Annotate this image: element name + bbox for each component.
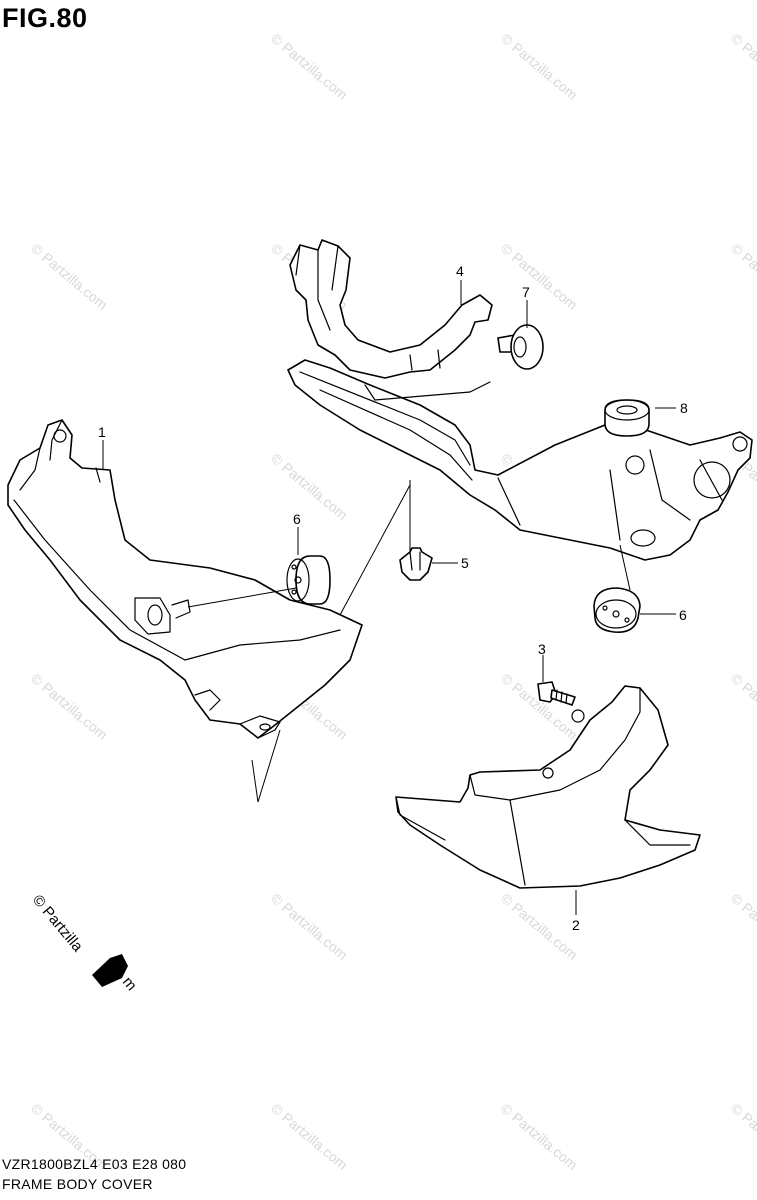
part-4-frame-bracket <box>289 239 493 379</box>
callout-6-left: 6 <box>293 511 301 527</box>
part-6-grommet-right <box>593 587 641 634</box>
watermark-text: © Partzilla.com <box>268 890 351 963</box>
footer: VZR1800BZL4 E03 E28 080 FRAME BODY COVER <box>2 1154 186 1194</box>
part-3-screw <box>537 681 576 706</box>
watermark-text: © Partzilla.com <box>498 890 581 963</box>
callout-8: 8 <box>680 400 688 416</box>
watermark-text: © Partzilla.com <box>728 670 757 743</box>
section-name: FRAME BODY COVER <box>2 1176 153 1192</box>
watermark-text: © Partzilla.com <box>728 30 757 103</box>
watermark-text: © Partzilla.com <box>268 30 351 103</box>
callout-labels: 1 2 3 4 5 6 6 7 8 <box>98 263 688 933</box>
watermark-text: © Partzilla.com <box>728 890 757 963</box>
model-code: VZR1800BZL4 E03 E28 080 <box>2 1156 187 1172</box>
callout-3: 3 <box>538 641 546 657</box>
part-4-lower-body <box>287 359 753 561</box>
logo-text: © Partzilla <box>29 892 87 956</box>
callout-7: 7 <box>522 284 530 300</box>
watermark-text: © Partzilla.com <box>28 240 111 313</box>
callout-4: 4 <box>456 263 464 279</box>
front-arrow-icon <box>92 954 128 987</box>
part-7-rivet <box>497 324 544 370</box>
watermark-text: © Partzilla.com <box>498 670 581 743</box>
leader-lines <box>102 280 676 915</box>
watermark-text: © Partzilla.com <box>498 30 581 103</box>
callout-1: 1 <box>98 424 106 440</box>
part-5-clip <box>399 547 433 581</box>
watermark-text: © Partzilla.com <box>498 1100 581 1173</box>
part-6-grommet-left <box>286 555 331 605</box>
watermark-text: © Partzilla.com <box>728 1100 757 1173</box>
callout-2: 2 <box>572 917 580 933</box>
watermark-text: © Partzilla.com <box>268 1100 351 1173</box>
part-2-lower-cover <box>395 685 701 889</box>
callout-5: 5 <box>461 555 469 571</box>
watermark-text: © Partzilla.com <box>728 240 757 313</box>
watermark-text: © Partzilla.com <box>268 450 351 523</box>
direction-logo: © Partzilla m <box>29 892 140 995</box>
watermark-text: © Partzilla.com <box>28 670 111 743</box>
figure-title: FIG.80 <box>2 3 88 33</box>
part-1-side-cover <box>7 419 363 739</box>
watermark-text: © Partzilla.com <box>498 240 581 313</box>
callout-6-right: 6 <box>679 607 687 623</box>
part-8-grommet <box>604 399 650 437</box>
